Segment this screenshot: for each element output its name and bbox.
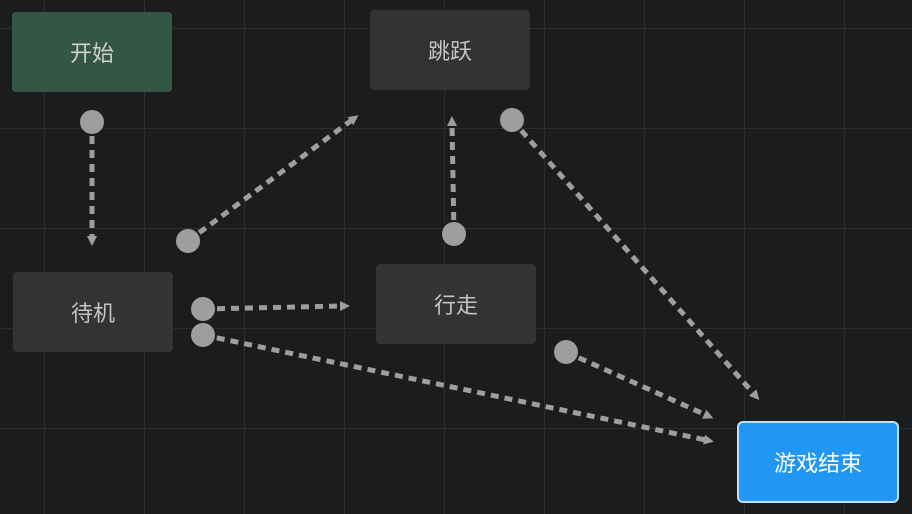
state-label-game-over: 游戏结束 (773, 452, 862, 477)
transition-idle-to-end[interactable] (202, 332, 714, 445)
state-label-walk: 行走 (433, 294, 478, 319)
transition-idle-to-jump[interactable] (186, 115, 359, 244)
transition-jump-to-end[interactable] (510, 118, 760, 400)
state-label-jump: 跳跃 (427, 40, 472, 65)
output-port-walk-to-end[interactable] (554, 340, 578, 364)
output-port-jump-to-end[interactable] (500, 108, 524, 132)
output-port-idle-to-jump[interactable] (176, 229, 200, 253)
state-node-game-over[interactable]: 游戏结束 (737, 421, 899, 503)
output-port-idle-to-walk[interactable] (191, 297, 215, 321)
state-node-start[interactable]: 开始 (12, 12, 172, 92)
state-label-start: 开始 (69, 42, 114, 67)
state-node-walk[interactable]: 行走 (376, 264, 536, 344)
state-label-idle: 待机 (70, 302, 115, 327)
output-port-walk-to-jump[interactable] (442, 222, 466, 246)
output-port-start-to-idle[interactable] (80, 110, 104, 134)
state-node-idle[interactable]: 待机 (13, 272, 173, 352)
transition-walk-to-jump[interactable] (447, 116, 458, 235)
transition-walk-to-end[interactable] (564, 349, 714, 419)
output-port-idle-to-end[interactable] (191, 323, 215, 347)
state-node-jump[interactable]: 跳跃 (370, 10, 530, 90)
transition-idle-to-walk[interactable] (202, 301, 350, 312)
